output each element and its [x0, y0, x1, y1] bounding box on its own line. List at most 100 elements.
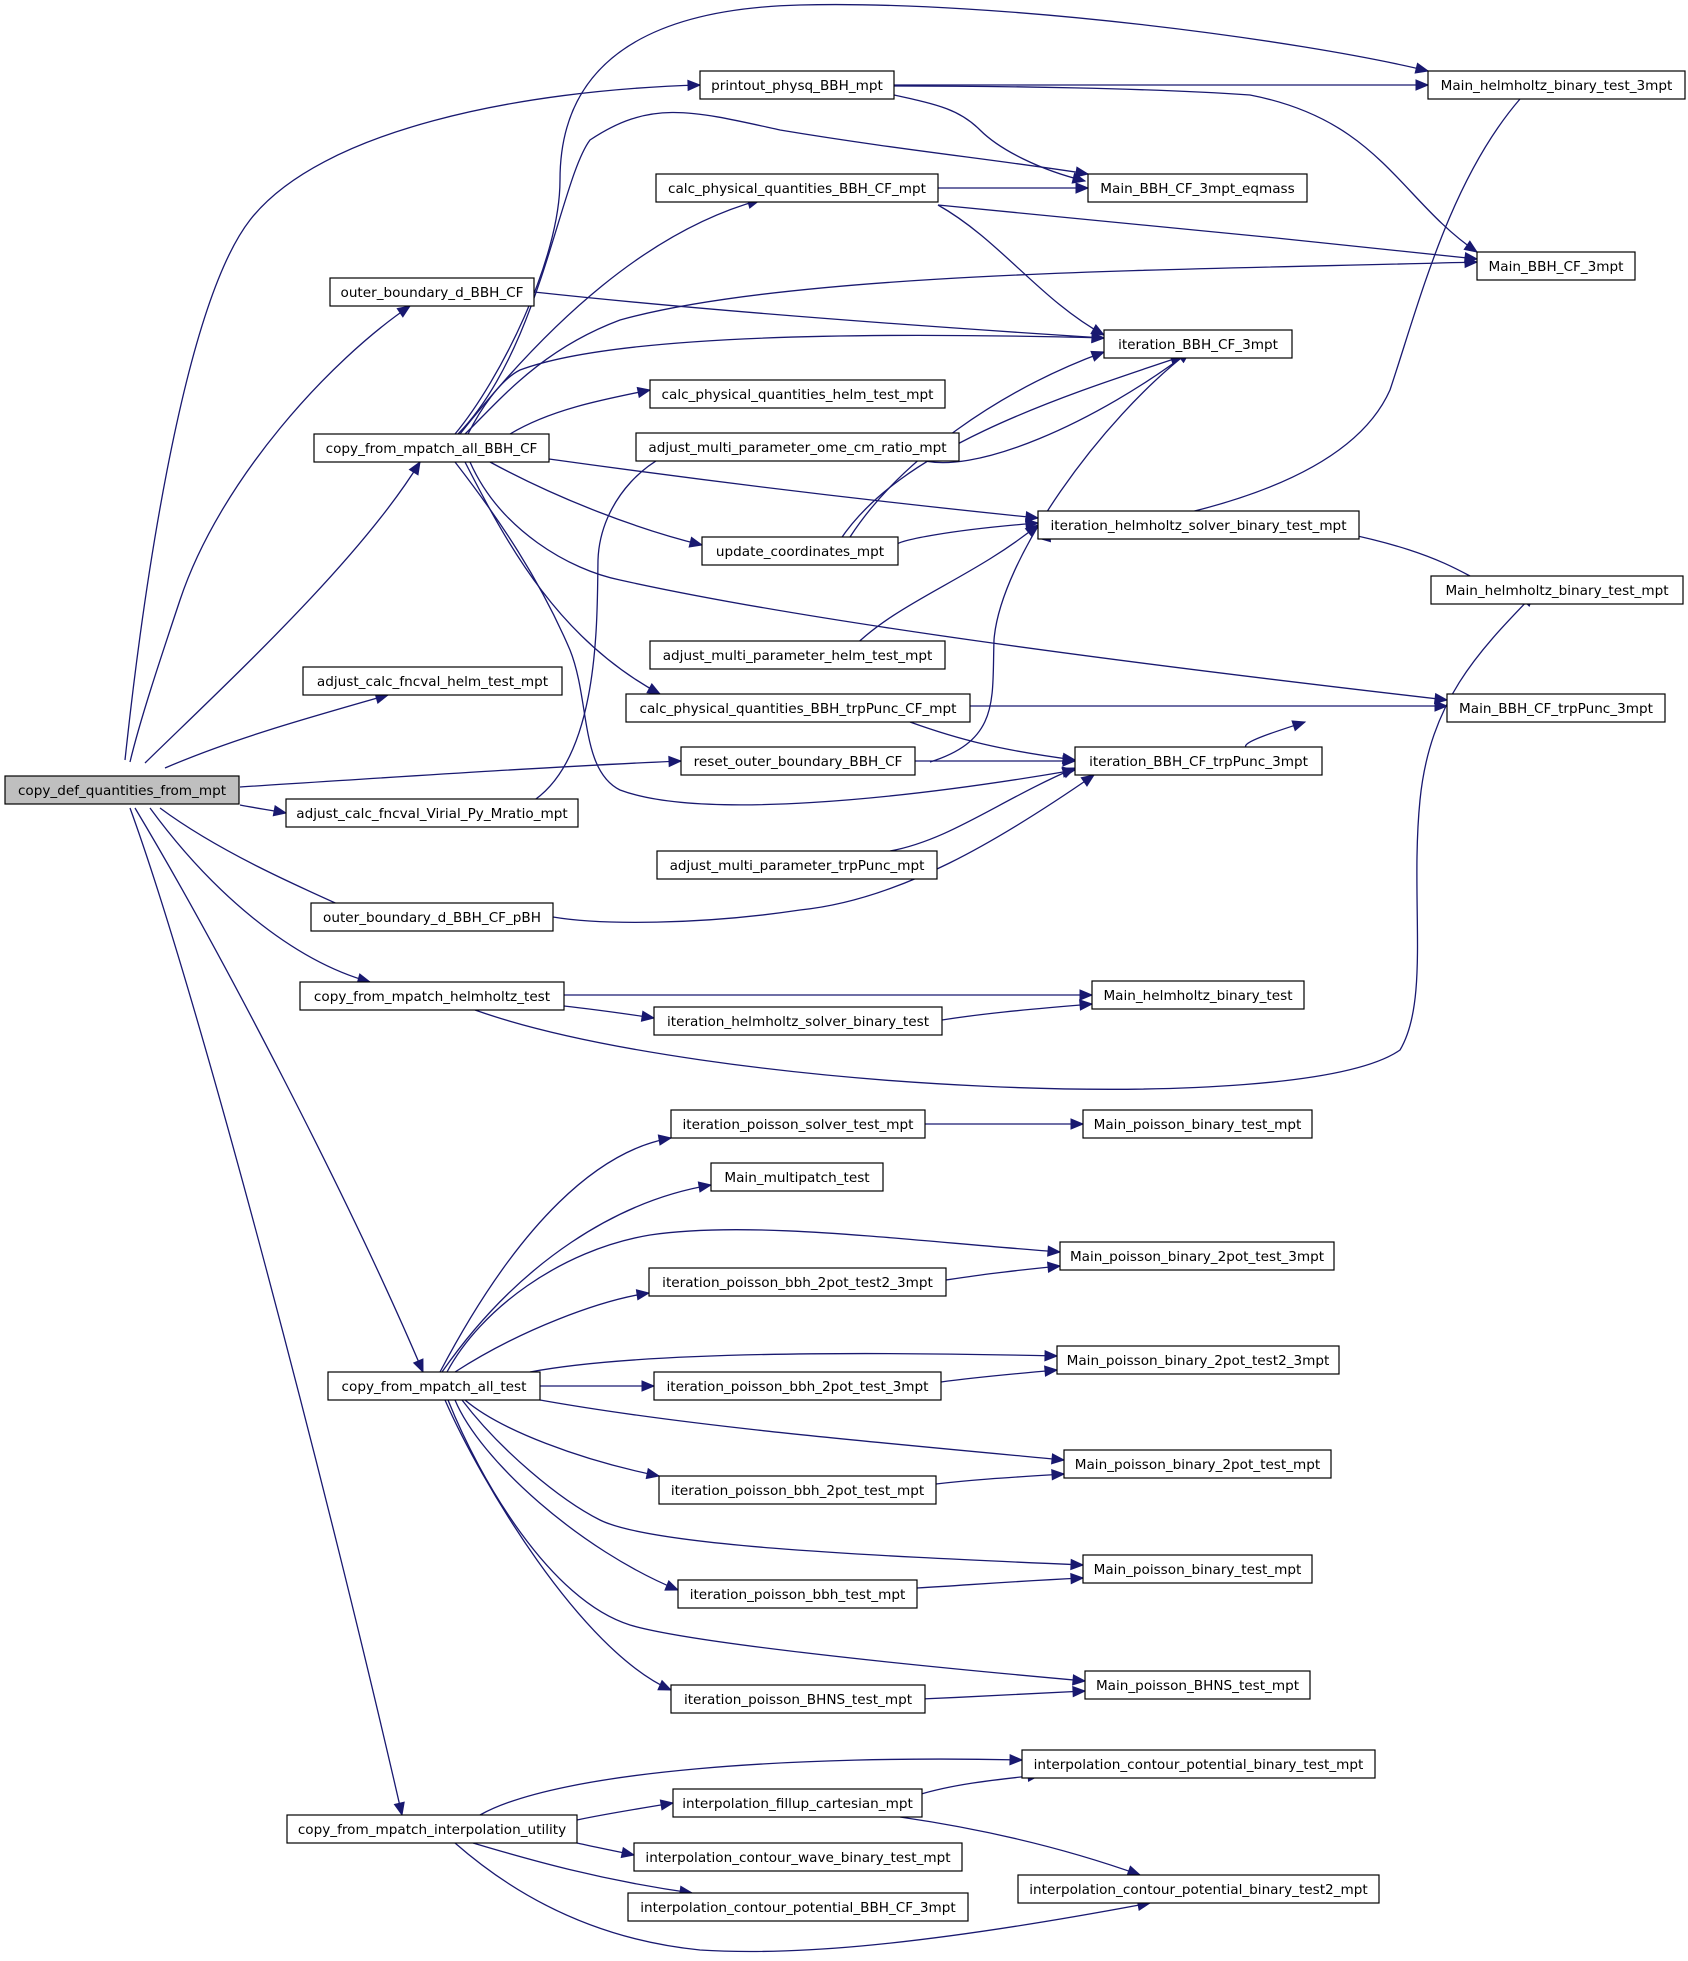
function-node[interactable]: iteration_poisson_bbh_2pot_test2_3mpt: [648, 1267, 947, 1297]
node-label: Main_multipatch_test: [724, 1170, 869, 1186]
edge-line: [129, 305, 411, 763]
function-node[interactable]: interpolation_fillup_cartesian_mpt: [672, 1788, 923, 1818]
root-function-node[interactable]: copy_def_quantities_from_mpt: [4, 775, 240, 805]
function-node[interactable]: Main_BBH_CF_trpPunc_3mpt: [1446, 693, 1666, 723]
function-node[interactable]: outer_boundary_d_BBH_CF_pBH: [310, 902, 554, 932]
node-label: copy_def_quantities_from_mpt: [18, 783, 226, 799]
function-node[interactable]: printout_physq_BBH_mpt: [699, 70, 895, 100]
function-node[interactable]: iteration_poisson_bbh_test_mpt: [677, 1579, 918, 1609]
edge-line: [439, 1137, 672, 1373]
function-node[interactable]: iteration_poisson_BHNS_test_mpt: [670, 1684, 926, 1714]
function-node[interactable]: adjust_multi_parameter_trpPunc_mpt: [656, 850, 938, 880]
function-node[interactable]: iteration_poisson_bbh_2pot_test_mpt: [658, 1475, 937, 1505]
arrowhead: [635, 1289, 651, 1301]
edge-line: [454, 1842, 1151, 1953]
edge-line: [909, 721, 1076, 761]
function-node[interactable]: interpolation_contour_potential_BBH_CF_3…: [627, 1892, 969, 1922]
function-node[interactable]: Main_poisson_binary_test_mpt: [1082, 1109, 1313, 1139]
arrowhead: [1090, 350, 1106, 362]
function-node[interactable]: interpolation_contour_potential_binary_t…: [1021, 1749, 1376, 1779]
function-node[interactable]: copy_from_mpatch_all_BBH_CF: [313, 433, 550, 463]
node-label: adjust_calc_fncval_Virial_Py_Mratio_mpt: [296, 806, 567, 822]
function-node[interactable]: iteration_helmholtz_solver_binary_test: [653, 1006, 943, 1036]
edge-line: [899, 1816, 1141, 1876]
function-node[interactable]: iteration_BBH_CF_trpPunc_3mpt: [1074, 746, 1323, 776]
function-node[interactable]: calc_physical_quantities_BBH_trpPunc_CF_…: [625, 693, 971, 723]
arrowhead: [1047, 1245, 1062, 1257]
function-node[interactable]: Main_helmholtz_binary_test_3mpt: [1427, 70, 1686, 100]
function-node[interactable]: iteration_poisson_bbh_2pot_test_3mpt: [653, 1371, 942, 1401]
graph-edge: [894, 79, 1430, 91]
function-node[interactable]: calc_physical_quantities_helm_test_mpt: [649, 379, 946, 409]
graph-edge: [464, 1399, 661, 1480]
graph-edge: [444, 1399, 673, 1691]
function-node[interactable]: adjust_multi_parameter_ome_cm_ratio_mpt: [635, 432, 960, 462]
graph-edge: [129, 305, 412, 763]
node-box: [1074, 746, 1323, 776]
node-box: [1063, 1449, 1332, 1479]
function-node[interactable]: update_coordinates_mpt: [701, 536, 899, 566]
function-node[interactable]: Main_BBH_CF_3mpt: [1476, 251, 1636, 281]
function-node[interactable]: Main_poisson_binary_test_mpt: [1082, 1554, 1313, 1584]
edge-line: [124, 84, 701, 761]
node-label: iteration_poisson_bbh_2pot_test_3mpt: [667, 1379, 929, 1395]
function-node[interactable]: calc_physical_quantities_BBH_CF_mpt: [655, 173, 939, 203]
arrowhead: [636, 386, 652, 399]
node-label: adjust_calc_fncval_helm_test_mpt: [317, 674, 548, 690]
function-node[interactable]: copy_from_mpatch_all_test: [327, 1371, 541, 1401]
graph-edge: [909, 721, 1077, 765]
arrowhead: [1070, 1118, 1085, 1130]
node-box: [656, 850, 938, 880]
arrowhead: [1434, 700, 1449, 712]
function-node[interactable]: Main_BBH_CF_3mpt_eqmass: [1087, 173, 1308, 203]
function-node[interactable]: Main_poisson_binary_2pot_test_mpt: [1063, 1449, 1332, 1479]
function-node[interactable]: iteration_BBH_CF_3mpt: [1103, 329, 1293, 359]
node-label: calc_physical_quantities_BBH_trpPunc_CF_…: [639, 701, 956, 717]
arrowhead: [668, 755, 683, 768]
function-node[interactable]: Main_helmholtz_binary_test: [1091, 980, 1305, 1010]
node-box: [1091, 980, 1305, 1010]
arrowhead: [396, 305, 412, 318]
function-node[interactable]: copy_from_mpatch_helmholtz_test: [299, 981, 565, 1011]
function-node[interactable]: adjust_calc_fncval_helm_test_mpt: [302, 666, 563, 696]
node-label: copy_from_mpatch_all_BBH_CF: [326, 441, 538, 457]
arrowhead: [1463, 240, 1479, 253]
arrowhead: [408, 460, 421, 476]
arrowhead: [1044, 1365, 1059, 1377]
function-node[interactable]: iteration_poisson_solver_test_mpt: [670, 1109, 926, 1139]
function-node[interactable]: outer_boundary_d_BBH_CF: [329, 277, 535, 307]
edge-line: [937, 204, 1478, 260]
graph-edge: [576, 1799, 675, 1821]
edge-line: [441, 1184, 712, 1373]
graph-edge: [849, 524, 1040, 651]
arrowhead: [697, 1181, 713, 1193]
graph-edge: [970, 700, 1449, 712]
node-label: calc_physical_quantities_BBH_CF_mpt: [668, 181, 926, 197]
function-node[interactable]: Main_poisson_binary_2pot_test2_3mpt: [1056, 1345, 1340, 1375]
function-node[interactable]: iteration_helmholtz_solver_binary_test_m…: [1037, 510, 1360, 540]
node-box: [635, 432, 960, 462]
function-node[interactable]: adjust_calc_fncval_Virial_Py_Mratio_mpt: [285, 798, 579, 828]
arrowhead: [1024, 511, 1040, 523]
node-box: [1084, 1670, 1311, 1700]
graph-edge: [940, 1365, 1059, 1383]
node-label: calc_physical_quantities_helm_test_mpt: [662, 387, 934, 403]
graph-edge: [509, 386, 652, 435]
function-node[interactable]: interpolation_contour_wave_binary_test_m…: [633, 1842, 963, 1872]
edge-line: [467, 334, 1105, 435]
node-label: iteration_BBH_CF_trpPunc_3mpt: [1089, 754, 1308, 770]
function-node[interactable]: interpolation_contour_potential_binary_t…: [1017, 1874, 1380, 1904]
edge-line: [529, 1352, 1058, 1373]
node-label: iteration_poisson_solver_test_mpt: [683, 1117, 914, 1133]
function-node[interactable]: Main_helmholtz_binary_test_mpt: [1430, 575, 1684, 605]
function-node[interactable]: Main_poisson_binary_2pot_test_3mpt: [1059, 1241, 1335, 1271]
node-label: copy_from_mpatch_all_test: [342, 1379, 527, 1395]
function-node[interactable]: copy_from_mpatch_interpolation_utility: [286, 1814, 578, 1844]
function-node[interactable]: Main_poisson_BHNS_test_mpt: [1084, 1670, 1311, 1700]
graph-edge: [134, 807, 424, 1374]
function-node[interactable]: adjust_multi_parameter_helm_test_mpt: [649, 640, 946, 670]
arrowhead: [1091, 331, 1106, 344]
edge-line: [464, 1399, 660, 1477]
function-node[interactable]: reset_outer_boundary_BBH_CF: [680, 746, 916, 776]
function-node[interactable]: Main_multipatch_test: [710, 1162, 884, 1192]
